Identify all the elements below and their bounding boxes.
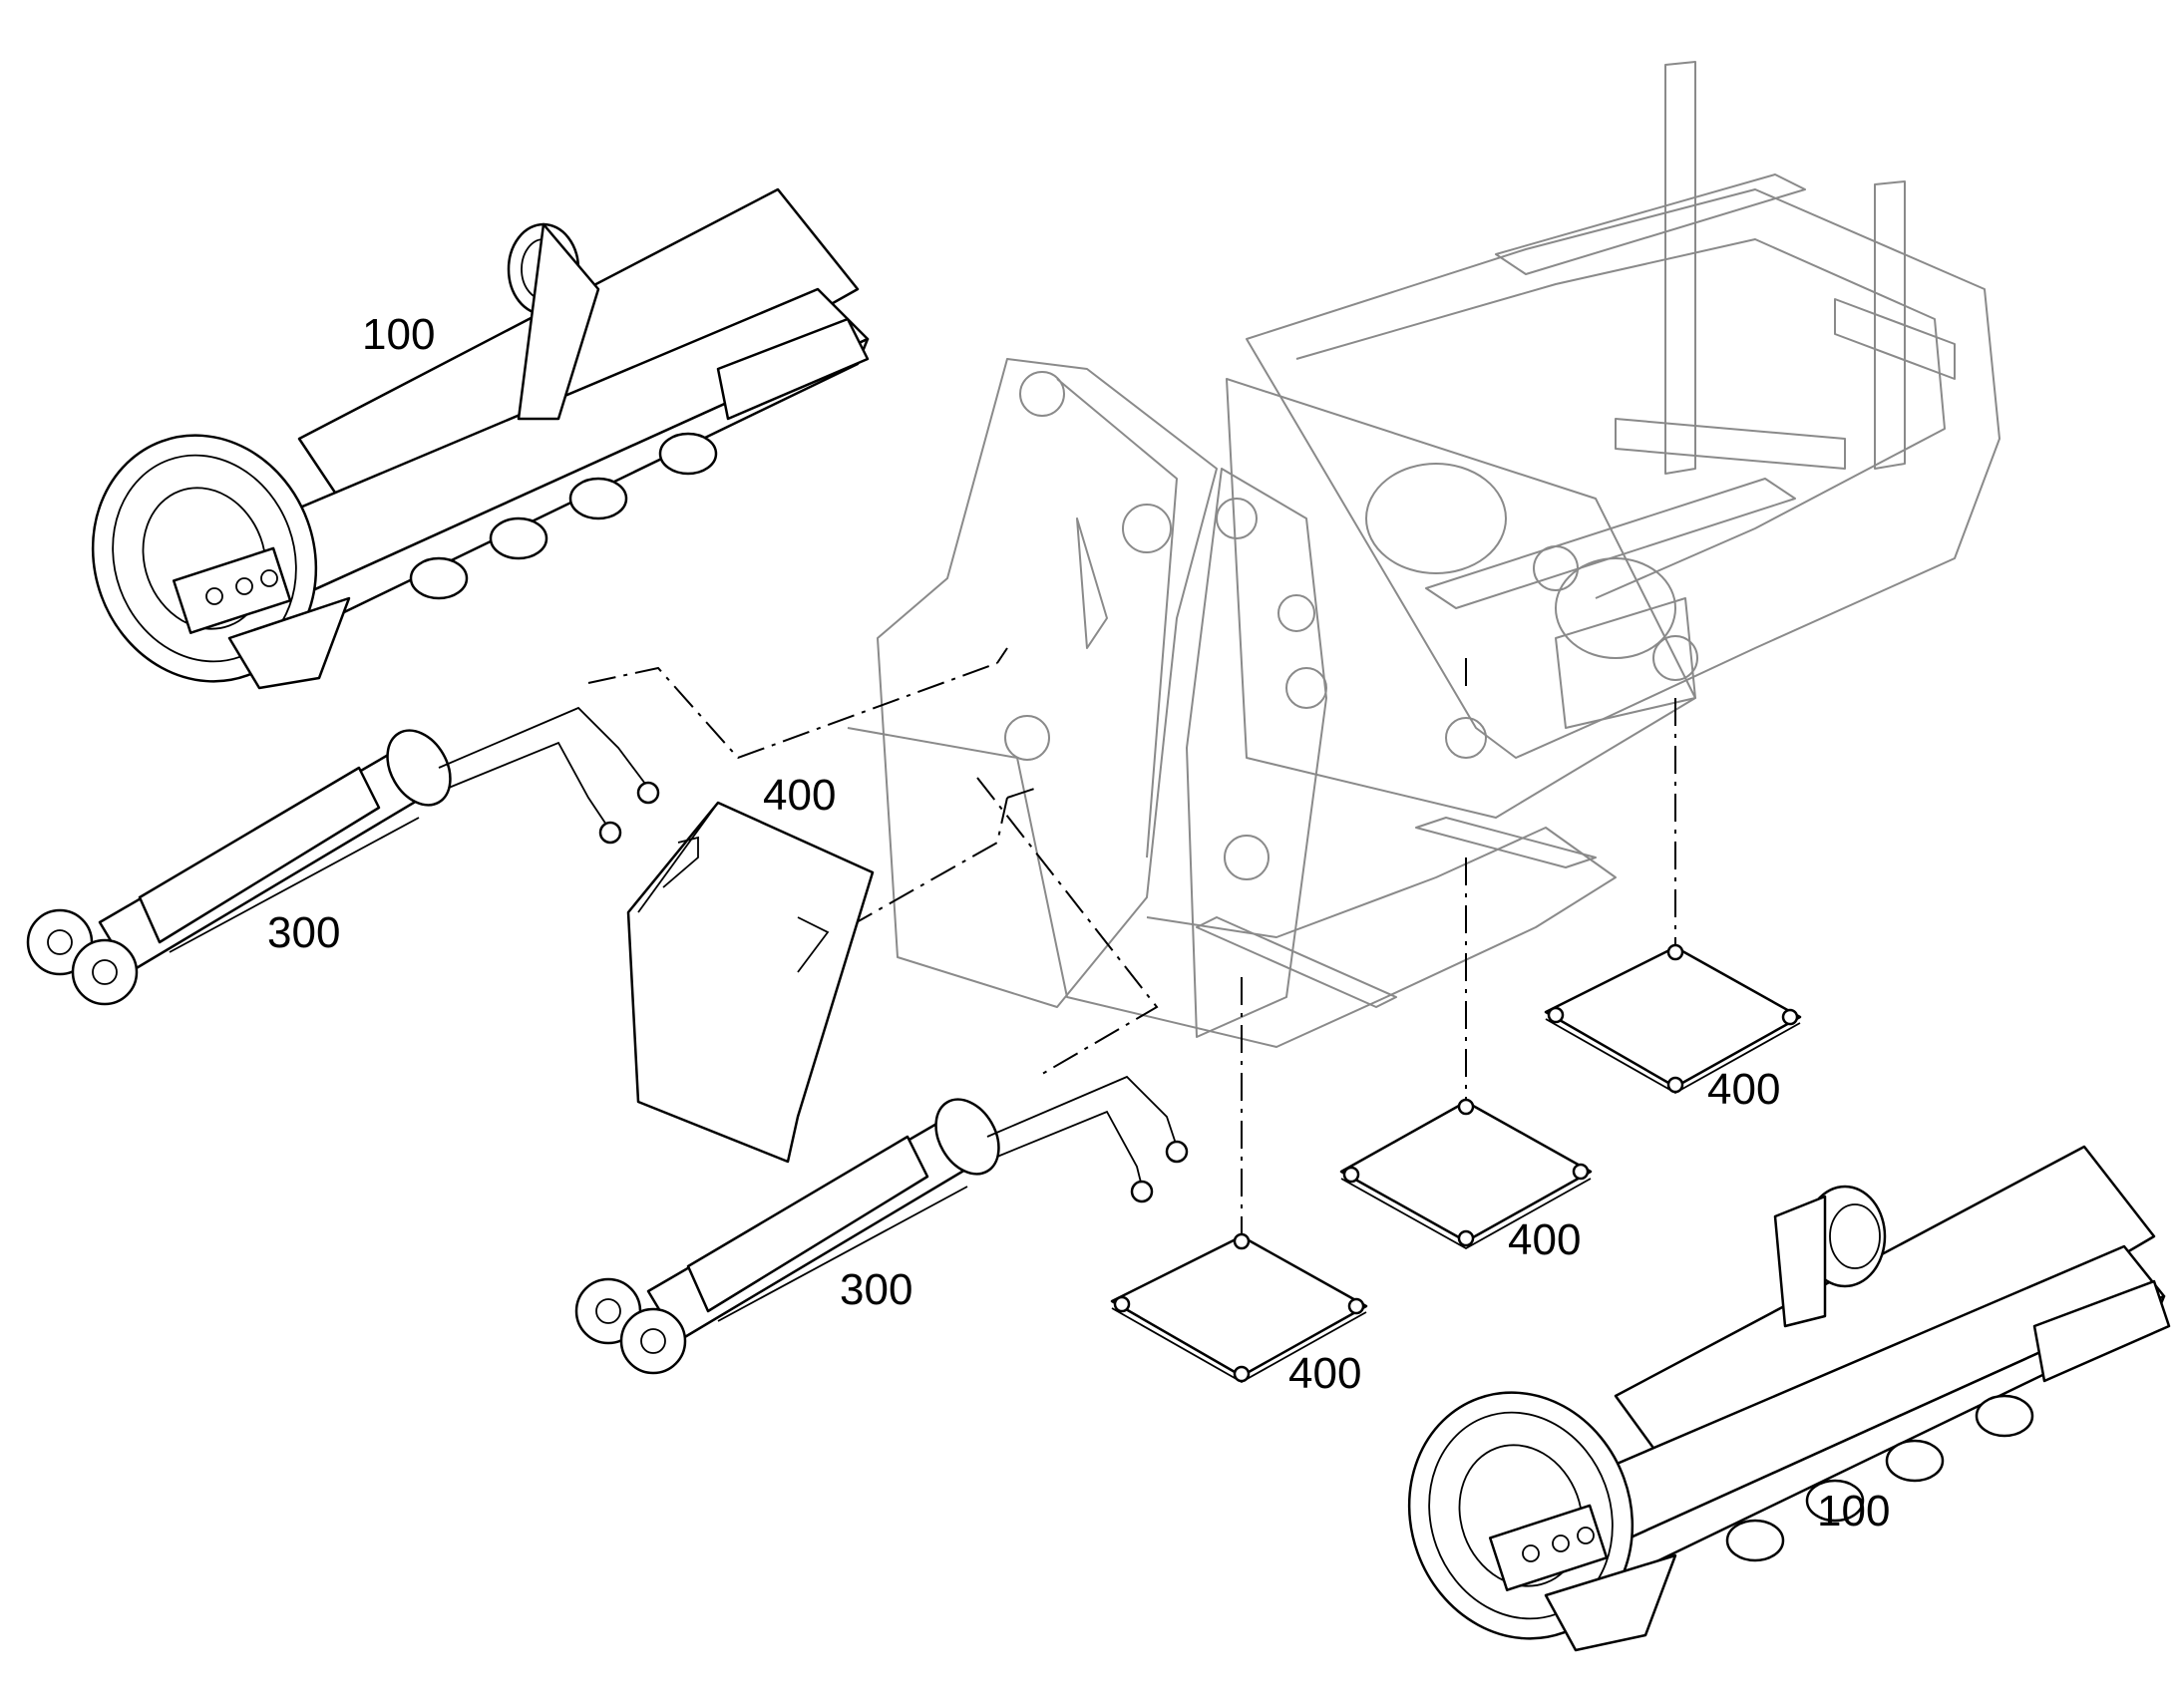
label-cylinder-lower: 300 [840, 1265, 912, 1314]
label-pad-3: 400 [1707, 1065, 1780, 1114]
label-pad-2: 400 [1508, 1215, 1581, 1264]
hydraulic-cylinder-upper [26, 706, 660, 1006]
cover-plate [626, 801, 875, 1164]
pad-1 [1110, 1232, 1368, 1384]
chassis-frame [847, 61, 2000, 1048]
label-track-roller-frame-right: 100 [1817, 1487, 1890, 1536]
pad-2 [1339, 1098, 1593, 1250]
track-roller-frame-right [1407, 1145, 2171, 1652]
label-cylinder-upper: 300 [267, 908, 340, 957]
pad-3 [1544, 943, 1802, 1095]
track-roller-frame-left [91, 187, 870, 690]
hydraulic-cylinder-lower [574, 1075, 1189, 1375]
label-track-roller-frame-left: 100 [362, 310, 435, 359]
label-pad-1: 400 [1288, 1349, 1361, 1398]
label-cover-plate: 400 [763, 771, 836, 820]
